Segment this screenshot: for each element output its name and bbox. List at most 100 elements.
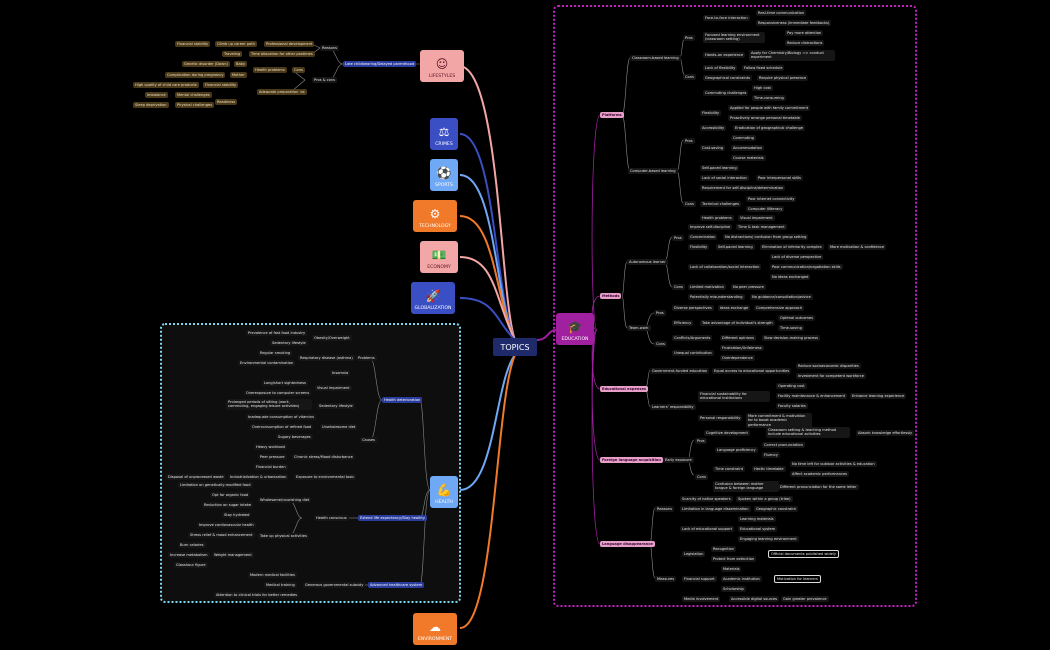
node[interactable]: Requirement for self-discipline/determin… xyxy=(700,185,786,192)
node[interactable]: More motivation & confidence xyxy=(828,244,887,251)
edu-expenses[interactable]: Educational expenses xyxy=(600,386,649,393)
node[interactable]: Motivation for learners xyxy=(774,575,821,584)
edu-methods[interactable]: Methods xyxy=(600,293,622,300)
node[interactable]: Insomnia xyxy=(330,370,351,377)
node[interactable]: Reduction on sugar intake xyxy=(202,502,254,509)
node[interactable]: Weight management xyxy=(212,552,254,559)
topic-lifestyles[interactable]: ☺LIFESTYLES xyxy=(420,50,464,82)
node[interactable]: Poor internet connectivity xyxy=(746,196,797,203)
node[interactable]: Take advantage of individual's strength xyxy=(700,320,775,327)
node[interactable]: Unwholesome diet xyxy=(320,424,358,431)
edu-platforms[interactable]: Platforms xyxy=(600,112,624,119)
node[interactable]: Lack of educational support xyxy=(680,526,734,533)
node[interactable]: Responsiveness (immediate feedbacks) xyxy=(756,20,832,27)
node[interactable]: Proactively arrange personal timetable xyxy=(728,115,802,122)
node[interactable]: Language proficiency xyxy=(715,447,758,454)
node[interactable]: Peer pressure xyxy=(258,454,287,461)
topic-education[interactable]: 🎓EDUCATION xyxy=(556,313,594,345)
extend-life[interactable]: Extend life expectancy/Stay healthy xyxy=(358,515,427,522)
node[interactable]: Time-consuming xyxy=(752,95,786,102)
node[interactable]: Reduce distractions xyxy=(785,40,825,47)
topic-environment[interactable]: ☁ENVIRONMENT xyxy=(413,613,457,645)
node[interactable]: Financial stability xyxy=(203,82,239,89)
node[interactable]: Pay more attention xyxy=(785,30,824,37)
node[interactable]: Course materials xyxy=(731,155,766,162)
node[interactable]: Slow decision-making process xyxy=(762,335,820,342)
node[interactable]: Team-work xyxy=(627,325,651,332)
node[interactable]: Computer-based learning xyxy=(628,168,678,175)
node[interactable]: Cons xyxy=(654,341,667,348)
node[interactable]: Hands-on experience xyxy=(703,52,746,59)
node-pros[interactable]: Pros xyxy=(295,89,307,96)
node[interactable]: Optimal outcomes xyxy=(778,315,816,322)
node[interactable]: Concentration xyxy=(688,234,718,241)
node[interactable]: No distractions/ confusion from group se… xyxy=(723,234,809,241)
node[interactable]: Time allocation for other pastimes xyxy=(249,51,315,58)
node-causes[interactable]: Causes xyxy=(360,437,377,444)
node[interactable]: Improve self-discipline xyxy=(688,224,733,231)
node[interactable]: Health problems xyxy=(700,215,734,222)
node[interactable]: Potentially misunderstanding xyxy=(688,294,745,301)
node[interactable]: Take up physical activities xyxy=(258,533,309,540)
node[interactable]: Sleep deprivation xyxy=(133,102,169,109)
node[interactable]: Reduce socioeconomic disparities xyxy=(796,363,861,370)
node[interactable]: Personal responsibility xyxy=(698,415,743,422)
node[interactable]: Overconsumption of refined food xyxy=(250,424,314,431)
node[interactable]: Early exposure xyxy=(663,457,694,464)
node[interactable]: No time left for outdoor activities & ed… xyxy=(790,461,877,468)
node-pros-cons[interactable]: Pros & cons xyxy=(312,77,337,84)
node[interactable]: Burn calories xyxy=(178,542,206,549)
node[interactable]: Generous governmental subsidy xyxy=(303,582,366,589)
node[interactable]: Correct pronunciation xyxy=(762,442,806,449)
node[interactable]: Media involvement xyxy=(682,596,721,603)
node[interactable]: Different opinions xyxy=(720,335,756,342)
node[interactable]: Hectic timetable xyxy=(752,466,786,473)
node[interactable]: Cons xyxy=(683,201,696,208)
node[interactable]: Poor communication/negotiation skills xyxy=(770,264,843,271)
node[interactable]: Obesity/Overweight xyxy=(312,335,352,342)
node[interactable]: Lack of diverse perspective xyxy=(770,254,824,261)
node[interactable]: Confusion between mother tongue & foreig… xyxy=(713,481,779,492)
node[interactable]: Ideas exchange xyxy=(718,305,751,312)
node[interactable]: Follow fixed schedule xyxy=(742,65,785,72)
node[interactable]: No guidance/consultation/advice xyxy=(750,294,813,301)
edu-language-disappearance[interactable]: Language disappearance xyxy=(600,541,655,548)
node[interactable]: Cons xyxy=(672,284,685,291)
node[interactable]: Lack of flexibility xyxy=(703,65,738,72)
node[interactable]: Regular smoking xyxy=(258,350,293,357)
node[interactable]: Geographical constraints xyxy=(703,75,753,82)
topic-sports[interactable]: ⚽SPORTS xyxy=(430,159,458,191)
node[interactable]: Enhance learning experience xyxy=(850,393,907,400)
node[interactable]: Spoken within a group (tribe) xyxy=(736,496,793,503)
node[interactable]: Chronic stress/Mood disturbance xyxy=(292,454,355,461)
node[interactable]: Financial sustainability for educational… xyxy=(698,391,770,402)
node[interactable]: Overdependence xyxy=(720,355,755,362)
node[interactable]: Prolonged periods of sitting (work, comm… xyxy=(226,399,312,410)
node[interactable]: Reasons xyxy=(655,506,674,513)
node[interactable]: Attention to clinical trials for better … xyxy=(214,592,300,599)
node[interactable]: Industrialization & urbanization xyxy=(228,474,289,481)
node[interactable]: Conflicts/Arguments xyxy=(672,335,713,342)
topic-economy[interactable]: 💵ECONOMY xyxy=(420,241,458,273)
topic-crimes[interactable]: ⚖CRIMES xyxy=(430,118,458,150)
node[interactable]: Stress relief & mood enhancement xyxy=(188,532,255,539)
node[interactable]: Efficiency xyxy=(672,320,694,327)
node-problems[interactable]: Problems xyxy=(356,355,377,362)
node[interactable]: Traveling xyxy=(222,51,243,58)
node[interactable]: Accessibility xyxy=(700,125,727,132)
node[interactable]: Materials xyxy=(721,566,742,573)
node[interactable]: Academic institution xyxy=(721,576,762,583)
node[interactable]: Overexposure to computer screens xyxy=(244,390,312,397)
node[interactable]: Official documents published widely xyxy=(768,550,839,559)
node[interactable]: Adequate preparation xyxy=(257,89,301,96)
node[interactable]: Complication during pregnancy xyxy=(165,72,226,79)
central-topic[interactable]: TOPICS xyxy=(493,338,537,356)
node[interactable]: Cons xyxy=(695,474,708,481)
node[interactable]: Self-paced learning xyxy=(716,244,755,251)
node[interactable]: Climb up career path xyxy=(215,41,257,48)
node[interactable]: Financial stability xyxy=(175,41,211,48)
node[interactable]: Health problems xyxy=(253,67,287,74)
node[interactable]: Pros xyxy=(654,310,666,317)
node[interactable]: Mother xyxy=(230,72,247,79)
node[interactable]: No ideas exchanged xyxy=(770,274,811,281)
